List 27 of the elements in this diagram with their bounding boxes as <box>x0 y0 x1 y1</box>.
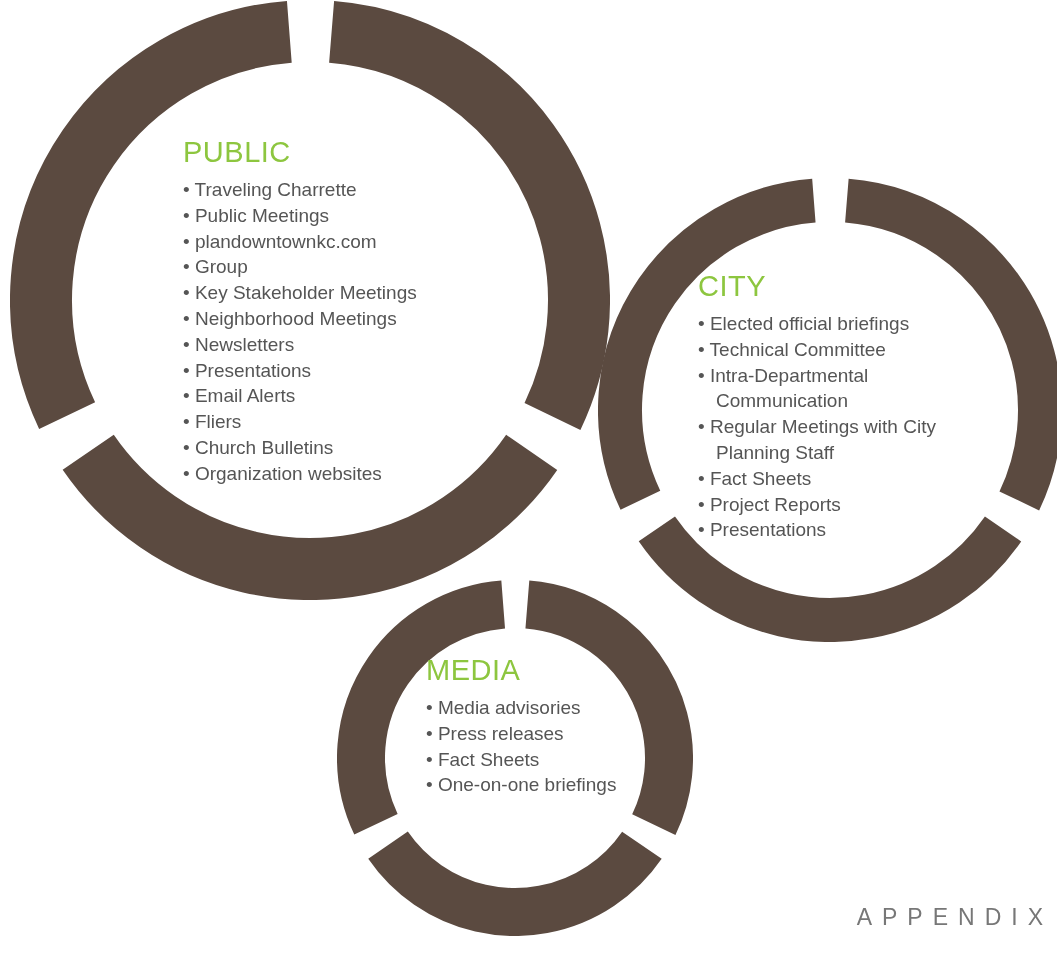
list-item: • Group <box>183 255 249 280</box>
list-item: • Presentations <box>698 518 828 543</box>
list-item: • Technical Committee <box>698 337 887 362</box>
section-heading: PUBLIC <box>183 136 292 169</box>
page-section-label: APPENDIX <box>856 904 1053 931</box>
list-item: • Project Reports <box>698 492 842 517</box>
list-item: • plandowntownkc.com <box>183 229 378 254</box>
section-heading: MEDIA <box>426 654 522 687</box>
list-item: • Intra-Departmental Communication <box>698 363 870 414</box>
list-item: • Organization websites <box>183 461 383 486</box>
list-item: • Fliers <box>183 410 243 435</box>
section-heading: CITY <box>698 270 768 303</box>
list-item: • Key Stakeholder Meetings <box>183 281 418 306</box>
list-item: • Presentations <box>183 358 313 383</box>
list-item: • Elected official briefings <box>698 312 911 336</box>
list-item: • Neighborhood Meetings <box>183 307 398 331</box>
list-item: • One-on-one briefings <box>426 773 618 798</box>
list-item: • Regular Meetings with City Planning Staff <box>698 415 937 465</box>
list-item: • Press releases <box>426 721 565 746</box>
list-item: • Email Alerts <box>183 384 297 409</box>
list-item: • Fact Sheets <box>426 747 541 772</box>
list-item: • Church Bulletins <box>183 435 335 460</box>
list-item: • Media advisories <box>426 696 582 720</box>
list-item: • Traveling Charrette <box>183 178 358 202</box>
list-item: • Public Meetings <box>183 203 331 228</box>
list-item: • Newsletters <box>183 332 296 357</box>
list-item: • Fact Sheets <box>698 466 813 491</box>
